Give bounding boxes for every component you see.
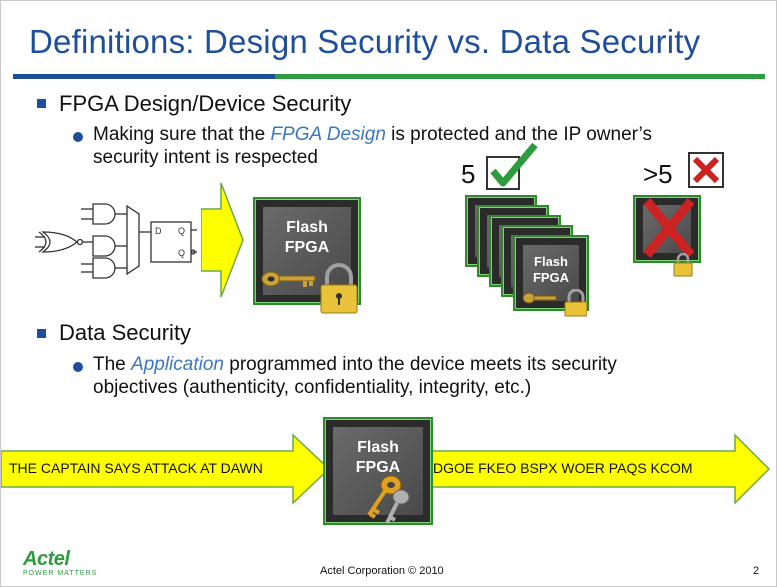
chip-label-line1: Flash (534, 254, 568, 269)
text-run: The (93, 354, 132, 375)
count-rejected: >5 (643, 159, 673, 189)
text-run: programmed into the device meets its sec… (223, 354, 617, 375)
chip-label-line2: FPGA (355, 459, 401, 476)
key-and-padlock-icon (261, 263, 358, 314)
text-run: objectives (authenticity, confidentialit… (93, 377, 532, 398)
logic-circuit-diagram: D Q Q (35, 203, 197, 279)
actel-logo: Actel POWER MATTERS (23, 549, 97, 578)
svg-text:Q: Q (178, 226, 185, 236)
bullet-design-security: FPGA Design/Device Security (59, 91, 352, 116)
key-and-padlock-icon (522, 289, 587, 317)
yellow-arrow-icon (201, 182, 244, 298)
title-rule-blue (13, 74, 275, 79)
count-allowed: 5 (461, 159, 476, 189)
check-icon (486, 142, 538, 190)
footer-copyright: Actel Corporation © 2010 (320, 565, 444, 577)
padlock-icon (673, 253, 693, 277)
text-run: is protected and the IP owner’s (385, 124, 653, 145)
chip-label-line2: FPGA (532, 270, 570, 285)
chip-label-line1: Flash (357, 439, 399, 456)
highlight-application: Application (131, 354, 224, 375)
keys-icon (367, 475, 410, 524)
sub-bullet-data-text: The Application programmed into the devi… (93, 353, 753, 399)
svg-text:D: D (155, 226, 162, 236)
slide-title: Definitions: Design Security vs. Data Se… (29, 23, 701, 60)
ciphertext-arrow-icon (427, 433, 771, 505)
text-run: Making sure that the (93, 124, 271, 145)
logo-tagline: POWER MATTERS (23, 570, 98, 577)
logo-wordmark: Actel (23, 548, 70, 570)
chip-label-line1: Flash (286, 219, 328, 236)
plaintext-label: THE CAPTAIN SAYS ATTACK AT DAWN (9, 460, 263, 476)
bullet-square-icon (37, 99, 46, 108)
stacked-chip-5: Flash FPGA (515, 237, 587, 309)
plaintext-arrow-icon (1, 433, 331, 505)
highlight-fpga-design: FPGA Design (270, 124, 386, 145)
sub-bullet-dot-icon (73, 132, 83, 142)
text-run: security intent is respected (93, 147, 318, 168)
chip-label-line2: FPGA (284, 239, 330, 256)
sub-bullet-design-text: Making sure that the FPGA Design is prot… (93, 123, 753, 169)
reject-x-overlay-icon (643, 198, 695, 258)
page-number: 2 (753, 565, 760, 577)
ciphertext-label: DGOE FKEO BSPX WOER PAQS KCOM (433, 460, 693, 476)
title-rule-green (275, 74, 765, 79)
reject-x-icon (688, 152, 724, 188)
bullet-data-security: Data Security (59, 320, 192, 345)
bullet-square-icon (37, 329, 46, 338)
sub-bullet-dot-icon (73, 362, 83, 372)
svg-text:Q: Q (178, 248, 185, 258)
